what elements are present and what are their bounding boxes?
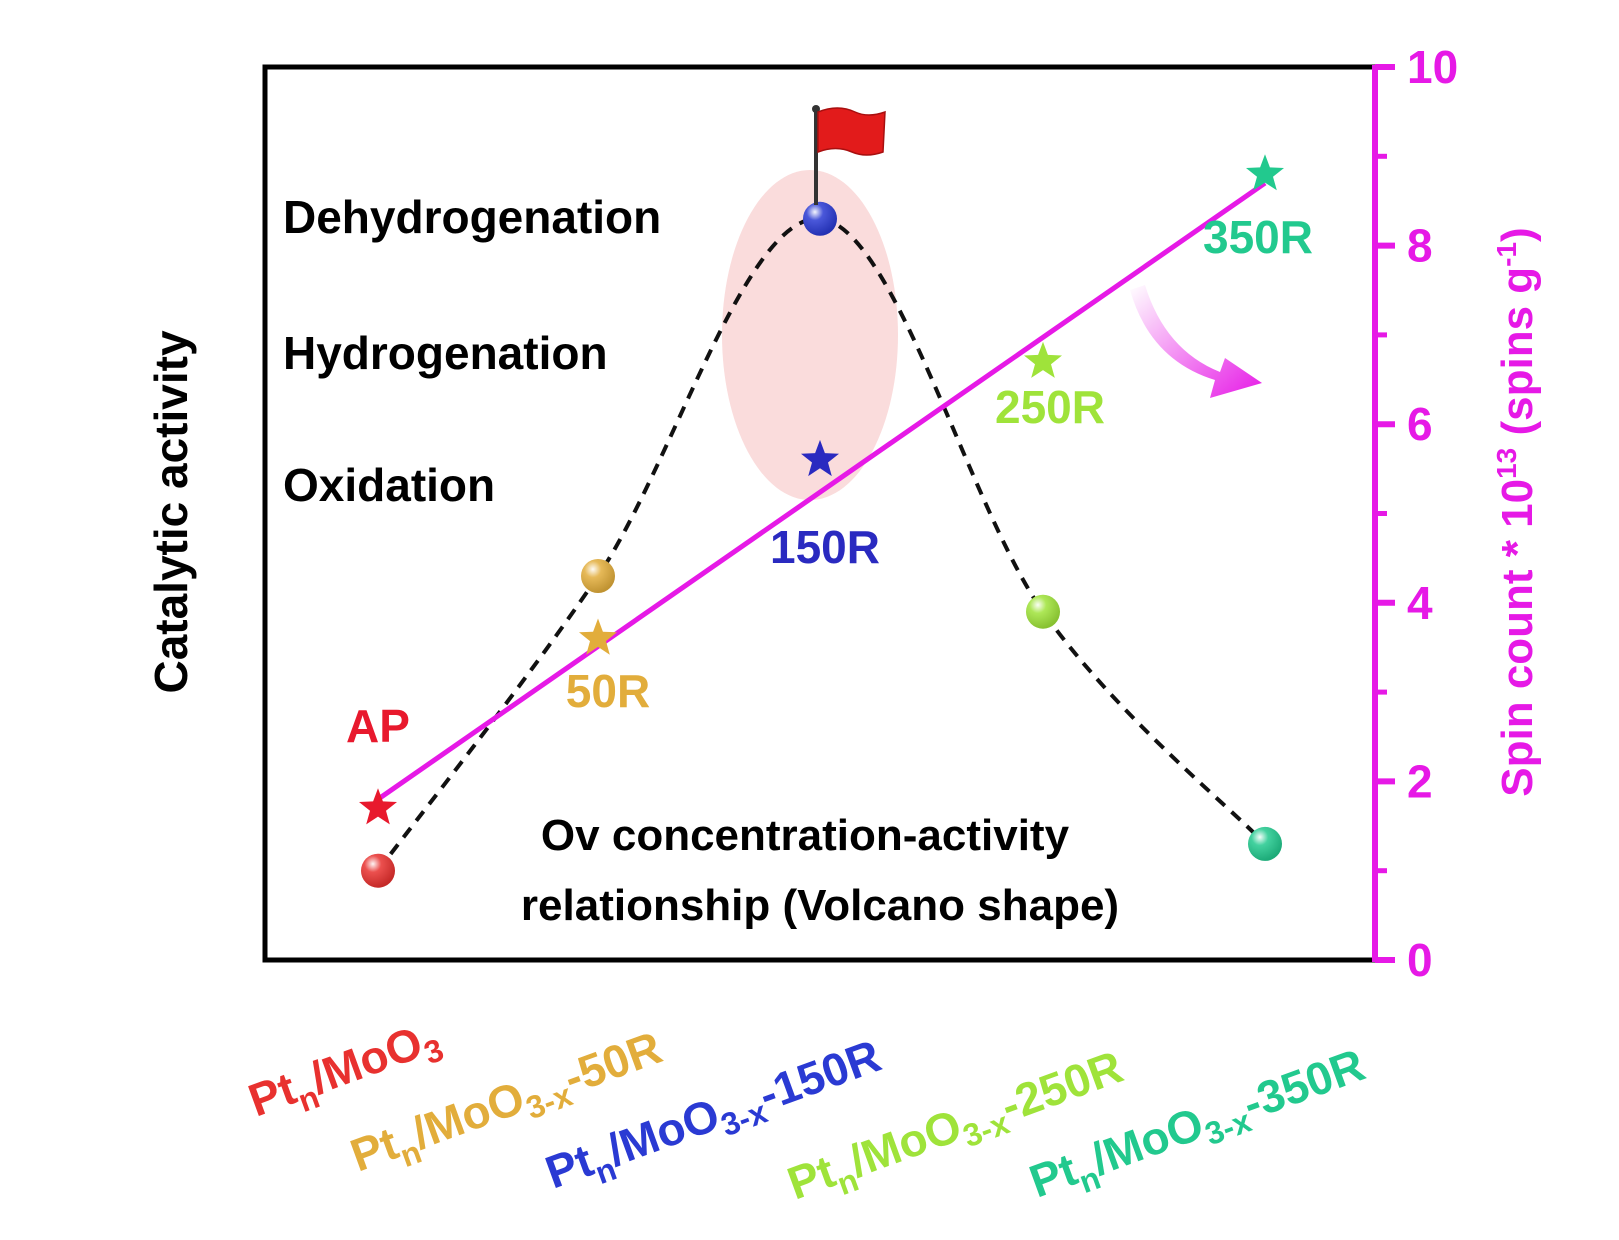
sample-short-label: AP <box>346 700 410 752</box>
peak-highlight <box>722 170 898 500</box>
annotation-line-2: relationship (Volcano shape) <box>521 881 1119 930</box>
activity-point-shine <box>361 853 395 888</box>
right-axis-tick-label: 10 <box>1407 41 1458 93</box>
y-axis-label-right: Spin count * 1013 (spins g-1) <box>1491 227 1542 796</box>
reaction-hydrogenation: Hydrogenation <box>283 327 608 379</box>
right-axis-tick-label: 4 <box>1407 577 1433 629</box>
sample-short-label: 50R <box>566 665 650 717</box>
arrow-icon <box>1130 285 1262 398</box>
spin-point <box>359 788 397 825</box>
sample-short-label: 350R <box>1203 211 1313 263</box>
sample-short-label: 250R <box>995 381 1105 433</box>
trend-line <box>376 181 1267 802</box>
activity-point-shine <box>1026 594 1060 629</box>
sample-short-label: 150R <box>770 521 880 573</box>
spin-point <box>579 618 617 655</box>
right-axis-tick-label: 2 <box>1407 755 1433 807</box>
spin-point <box>1246 154 1284 191</box>
right-axis-tick-label: 6 <box>1407 398 1433 450</box>
activity-point-shine <box>1248 826 1282 861</box>
reaction-dehydrogenation: Dehydrogenation <box>283 191 661 243</box>
y-axis-label-left: Catalytic activity <box>145 330 197 693</box>
activity-point-shine <box>803 201 837 236</box>
spin-point <box>801 439 839 477</box>
flag-icon <box>812 105 886 205</box>
annotation-line-1: Ov concentration-activity <box>541 811 1070 860</box>
spin-point <box>1024 341 1062 378</box>
right-axis-tick-label: 0 <box>1407 934 1433 986</box>
reaction-oxidation: Oxidation <box>283 459 495 511</box>
right-axis-tick-label: 8 <box>1407 220 1433 272</box>
activity-point-shine <box>581 559 615 594</box>
